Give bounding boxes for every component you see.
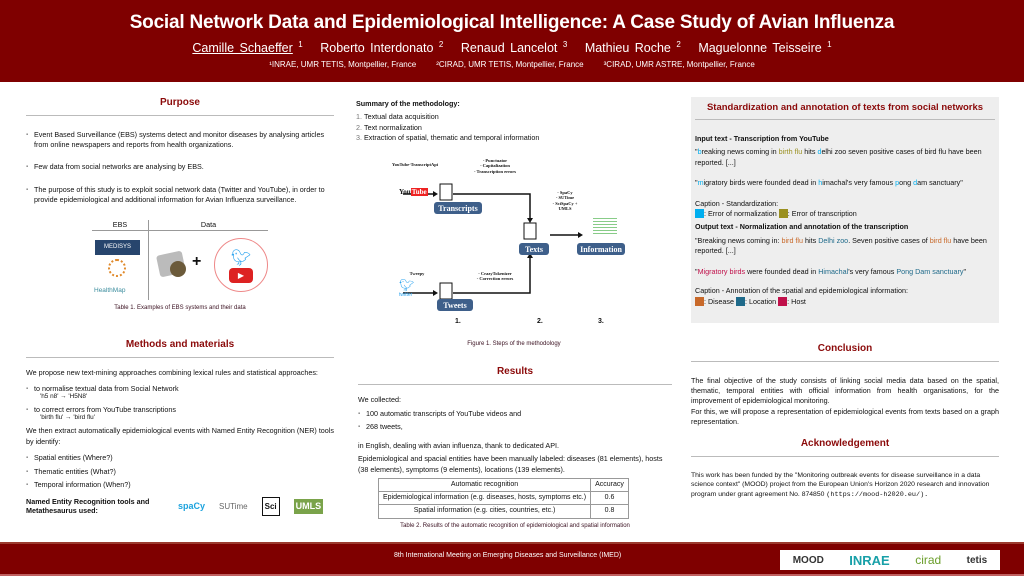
globe-icon [170,260,186,277]
poster-title: Social Network Data and Epidemiological … [129,12,895,33]
table-caption: Table 1. Examples of EBS systems and the… [114,304,246,311]
table-caption: Table 2. Results of the automatic recogn… [400,522,630,529]
cirad-logo: cirad [915,553,942,567]
author: Roberto Interdonato 2 [320,40,444,56]
ebs-table: EBS Data MEDISYS HealthMap + 🐦︎ ▶ [92,219,268,300]
purpose-section: Purpose Event Based Surveillance (EBS) s… [26,96,334,312]
author: Renaud Lancelot 3 [460,40,568,56]
standardization-section: Standardization and annotation of texts … [691,97,999,323]
twitter-icon: 🐦︎ [399,278,415,292]
healthmap-globe-icon [108,258,126,277]
bullet: The purpose of this study is to exploit … [26,185,334,206]
sutime-logo: SUTime [219,501,248,511]
table-row: Epidemiological information (e.g. diseas… [377,491,629,506]
tweets-box: Tweets [437,299,473,311]
partner-logos: MOOD INRAE cirad tetis [780,550,1000,570]
bullet: Few data from social networks are analys… [26,162,334,172]
healthmap-logo: HealthMap [94,286,126,294]
mood-logo: MOOD [792,554,824,566]
table-row: Spatial information (e.g. cities, countr… [377,504,629,519]
spacy-logo: spaCy [178,500,206,511]
scispacy-logo: Sci [261,496,280,517]
umls-logo: UMLS [293,498,324,514]
transcripts-box: Transcripts [434,202,482,214]
figure-caption: Figure 1. Steps of the methodology [467,341,561,347]
twitter-icon: 🐦︎ [231,249,252,267]
diagram-arrows [403,183,583,300]
author: Maguelonne Teisseire 1 [698,40,832,56]
information-icon [593,216,617,236]
poster-header: Social Network Data and Epidemiological … [0,0,1024,82]
inrae-logo: INRAE [849,552,890,568]
poster-footer: 8th International Meeting on Emerging Di… [0,542,1024,574]
information-box: Information [577,243,625,255]
results-section: Results We collected: 100 automatic tran… [358,365,672,530]
texts-box: Texts [519,243,549,255]
youtube-logo: YouTube [399,188,428,196]
methodology-diagram: YouTube 🐦︎ twitter YouTube-TranscriptApi… [392,158,635,333]
input-text-2: "migratory birds were founded dead in hi… [695,178,963,188]
section-title: Acknowledgement [691,437,999,457]
authors: Camille Schaeffer 1 Roberto Interdonato … [0,40,1024,55]
section-title: Standardization and annotation of texts … [695,101,995,120]
methodology-section: Summary of the methodology: 1. Textual d… [356,99,540,143]
medisys-logo: MEDISYS [95,239,140,255]
author[interactable]: Camille Schaeffer 1 [192,40,303,56]
section-title: Methods and materials [26,338,334,358]
conclusion-section: Conclusion The final objective of the st… [691,342,999,427]
section-title: Purpose [26,96,334,116]
author: Mathieu Roche 2 [584,40,681,56]
section-title: Results [358,365,672,385]
methods-section: Methods and materials We propose new tex… [26,338,334,517]
youtube-icon: ▶ [229,267,253,283]
mood-link[interactable]: (https://mood-h2020.eu/). [826,491,929,500]
input-text-1: "breaking news coming in birth flu hits … [695,147,982,167]
social-media-circle: 🐦︎ ▶ [214,237,268,292]
tetis-logo: tetis [966,554,988,566]
acknowledgement-section: Acknowledgement This work has been funde… [691,437,999,501]
section-title: Conclusion [691,342,999,362]
output-text-2: "Migratory birds were founded dead in Hi… [695,266,966,276]
bullet: Event Based Surveillance (EBS) systems d… [26,130,334,151]
output-text-1: "Breaking news coming in: bird flu hits … [695,235,987,256]
